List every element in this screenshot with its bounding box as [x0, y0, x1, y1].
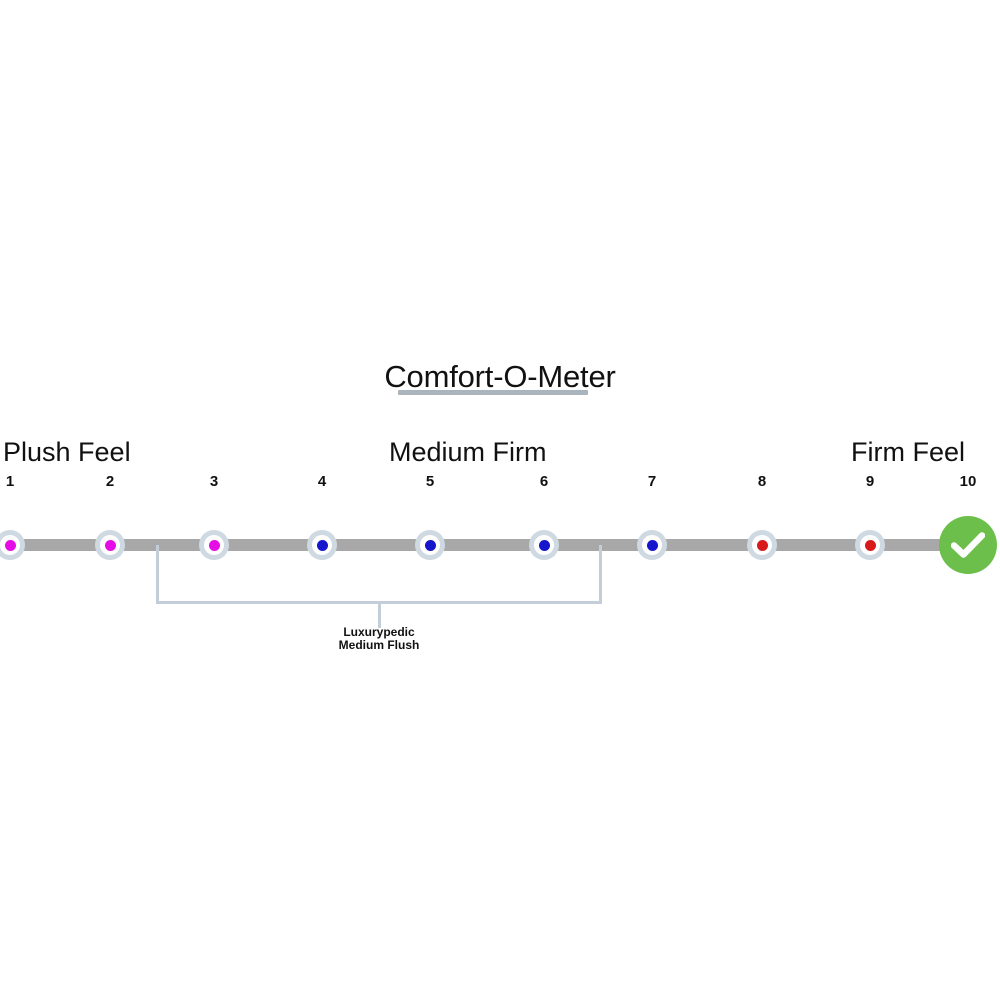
scale-dot-core — [4, 539, 16, 551]
zone-label-firm: Firm Feel — [851, 437, 965, 467]
tick-label-8: 8 — [757, 473, 767, 490]
scale-dot-inner-ring — [752, 535, 772, 555]
product-range-bracket-stem — [378, 604, 381, 628]
scale-dot-core — [208, 539, 220, 551]
product-callout-line1: Luxurypedic — [343, 625, 415, 639]
scale-dot-core — [104, 539, 116, 551]
scale-dot-4 — [307, 530, 337, 560]
scale-dot-inner-ring — [0, 535, 20, 555]
scale-dot-inner-ring — [204, 535, 224, 555]
tick-label-1: 1 — [5, 473, 15, 490]
title-underline — [398, 390, 588, 395]
tick-label-2: 2 — [105, 473, 115, 490]
scale-dot-6 — [529, 530, 559, 560]
tick-label-7: 7 — [647, 473, 657, 490]
tick-label-10: 10 — [959, 473, 977, 490]
scale-dot-core — [756, 539, 768, 551]
scale-dot-core — [864, 539, 876, 551]
scale-dot-inner-ring — [100, 535, 120, 555]
zone-label-plush: Plush Feel — [3, 437, 131, 467]
tick-label-3: 3 — [209, 473, 219, 490]
chart-title-block: Comfort-O-Meter — [0, 358, 1000, 396]
scale-dot-inner-ring — [420, 535, 440, 555]
tick-label-6: 6 — [539, 473, 549, 490]
scale-dot-inner-ring — [312, 535, 332, 555]
tick-label-4: 4 — [317, 473, 327, 490]
scale-dot-core — [538, 539, 550, 551]
scale-dot-inner-ring — [534, 535, 554, 555]
check-icon — [939, 516, 997, 574]
page-title: Comfort-O-Meter — [384, 359, 616, 394]
product-range-bracket — [156, 545, 602, 604]
scale-dot-8 — [747, 530, 777, 560]
scale-dot-3 — [199, 530, 229, 560]
product-callout-label: Luxurypedic Medium Flush — [279, 626, 479, 652]
scale-dot-9 — [855, 530, 885, 560]
tick-label-5: 5 — [425, 473, 435, 490]
scale-dot-core — [316, 539, 328, 551]
scale-dot-1 — [0, 530, 25, 560]
comfort-scale-bar — [0, 539, 952, 551]
scale-dot-inner-ring — [642, 535, 662, 555]
zone-label-medium: Medium Firm — [389, 437, 547, 467]
tick-label-9: 9 — [865, 473, 875, 490]
scale-dot-core — [424, 539, 436, 551]
scale-dot-5 — [415, 530, 445, 560]
scale-dot-2 — [95, 530, 125, 560]
scale-dot-7 — [637, 530, 667, 560]
scale-dot-inner-ring — [860, 535, 880, 555]
scale-dot-core — [646, 539, 658, 551]
product-callout-line2: Medium Flush — [338, 638, 420, 652]
